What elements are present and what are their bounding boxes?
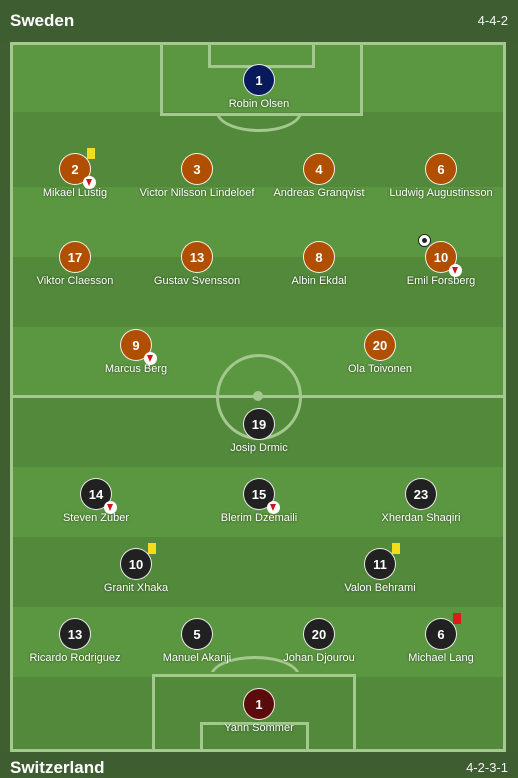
substitution-icon [104,501,117,514]
player-name: Manuel Akanji [162,652,232,664]
shirt-number: 23 [405,478,437,510]
shirt-number: 15 [243,478,280,514]
shirt-number: 10 [418,234,462,277]
player-name: Xherdan Shaqiri [381,512,461,524]
player-name: Mikael Lustig [42,187,108,199]
player-name: Viktor Claesson [36,275,114,287]
pitch [10,42,506,752]
goal-ball-icon [418,234,431,247]
shirt-number: 6 [425,613,461,650]
shirt-number: 6 [425,153,457,185]
player-name: Steven Zuber [62,512,130,524]
shirt-number: 17 [59,241,91,273]
player-name: Valon Behrami [344,582,416,594]
player-name: Emil Forsberg [406,275,476,287]
player-name: Ricardo Rodriguez [29,652,121,664]
away-formation: 4-2-3-1 [466,760,508,775]
yellow-card-icon [148,543,156,554]
shirt-number: 2 [59,148,96,189]
player-name: Marcus Berg [104,363,168,375]
shirt-number: 1 [243,64,275,96]
home-formation: 4-4-2 [477,13,508,28]
shirt-number: 1 [243,688,275,720]
substitution-icon [144,352,157,365]
shirt-number: 13 [181,241,213,273]
yellow-card-icon [392,543,400,554]
away-team-name: Switzerland [10,758,105,777]
shirt-number: 20 [364,329,396,361]
shirt-number: 5 [181,618,213,650]
away-team-header: Switzerland 4-2-3-1 [0,752,518,777]
shirt-number: 10 [120,543,156,580]
shirt-number: 19 [243,408,275,440]
player-name: Albin Ekdal [291,275,347,287]
red-card-icon [453,613,461,624]
player-name: Josip Drmic [230,442,288,454]
shirt-number: 14 [80,478,117,514]
player-name: Victor Nilsson Lindeloef [139,187,255,199]
substitution-icon [83,176,96,189]
shirt-number: 4 [303,153,335,185]
shirt-number: 13 [59,618,91,650]
substitution-icon [449,264,462,277]
home-team-header: Sweden 4-4-2 [0,0,518,42]
player-name: Robin Olsen [228,98,290,110]
player-name: Ludwig Augustinsson [389,187,493,199]
player-name: Blerim Dzemaili [220,512,298,524]
substitution-icon [267,501,280,514]
player-name: Granit Xhaka [103,582,169,594]
shirt-number: 3 [181,153,213,185]
player-name: Johan Djourou [283,652,355,664]
player-name: Yann Sommer [224,722,294,734]
player-name: Michael Lang [408,652,474,664]
yellow-card-icon [87,148,95,159]
shirt-number: 11 [364,543,400,580]
shirt-number: 20 [303,618,335,650]
player-name: Andreas Granqvist [273,187,365,199]
shirt-number: 9 [120,329,157,365]
player-name: Gustav Svensson [153,275,241,287]
player-name: Ola Toivonen [347,363,412,375]
home-team-name: Sweden [10,11,75,30]
shirt-number: 8 [303,241,335,273]
